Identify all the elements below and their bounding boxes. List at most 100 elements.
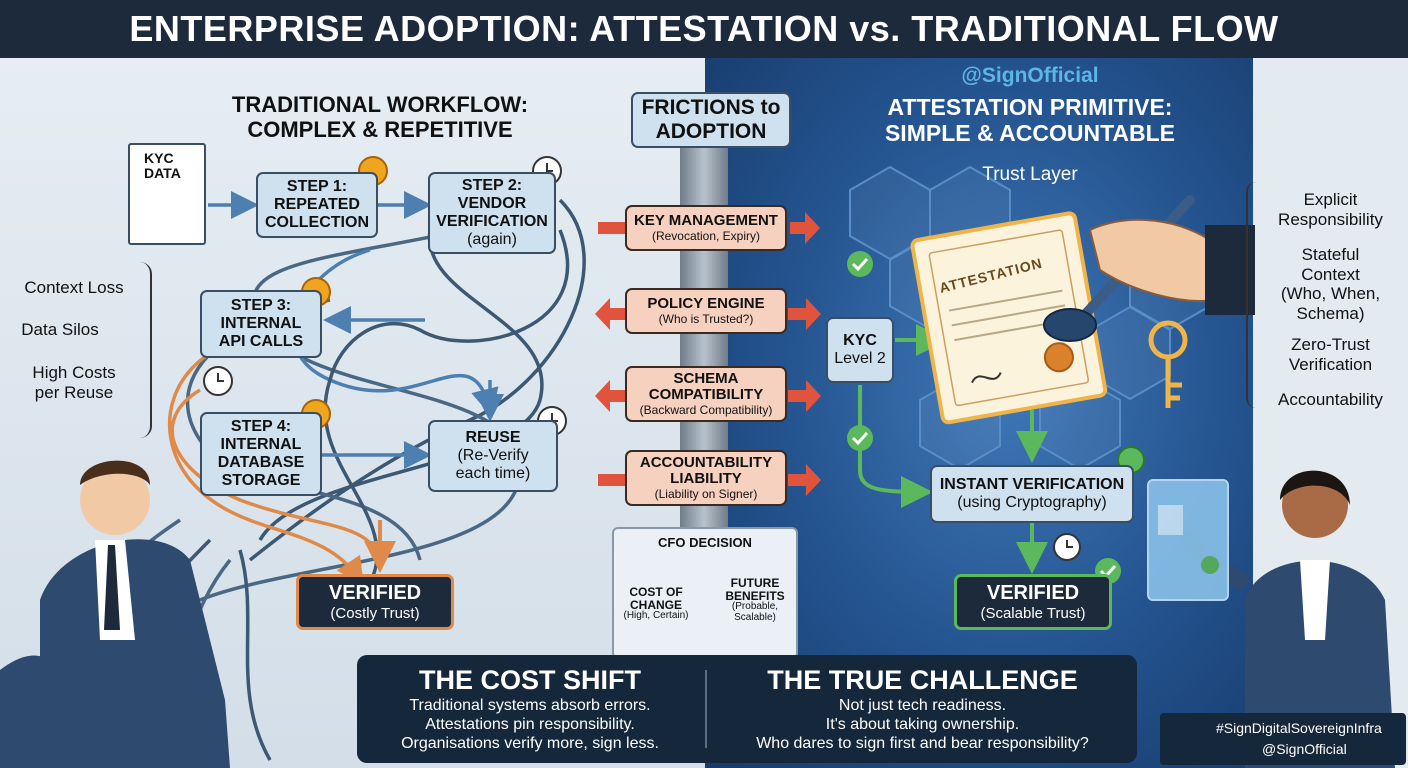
step3-line1: STEP 3:: [202, 297, 320, 315]
benefit-stateful-context: Stateful Context (Who, When, Schema): [1258, 245, 1403, 323]
problem-context-loss: Context Loss: [10, 278, 138, 298]
kyc-level-line2: Level 2: [828, 350, 892, 368]
friction-key-management: KEY MANAGEMENT (Revocation, Expiry): [625, 205, 787, 251]
friction-policy-engine-sub: (Who is Trusted?): [627, 312, 785, 326]
cfo-title: CFO DECISION: [614, 535, 796, 550]
instant-verification-box: INSTANT VERIFICATION (using Cryptography…: [930, 465, 1134, 523]
cfo-left-line1: COST OF: [616, 586, 696, 599]
step4-line1: STEP 4:: [202, 418, 320, 436]
step3-line3: API CALLS: [202, 333, 320, 351]
step4-line2: INTERNAL: [202, 436, 320, 454]
step1-line2: REPEATED: [258, 196, 376, 214]
friction-accountability-title: ACCOUNTABILITY: [627, 455, 785, 471]
trust-layer-label: Trust Layer: [950, 164, 1110, 186]
friction-schema-sub: (Backward Compatibility): [627, 403, 785, 417]
friction-accountability-sub: (Liability on Signer): [627, 487, 785, 501]
friction-accountability-liability: ACCOUNTABILITY LIABILITY (Liability on S…: [625, 450, 787, 506]
benefit3-line1: Zero-Trust: [1258, 335, 1403, 355]
benefit-zero-trust: Zero-Trust Verification: [1258, 335, 1403, 374]
traditional-heading-line1: TRADITIONAL WORKFLOW:: [200, 92, 560, 117]
benefit2-line2: Context: [1258, 265, 1403, 285]
step1-line3: COLLECTION: [258, 214, 376, 232]
benefit1-line2: Responsibility: [1258, 210, 1403, 230]
step4-line3: DATABASE: [202, 454, 320, 472]
kyc-level-line1: KYC: [828, 332, 892, 350]
friction-policy-engine: POLICY ENGINE (Who is Trusted?): [625, 288, 787, 334]
attestation-handle: @SignOfficial: [930, 64, 1130, 88]
cost-shift-line2: Attestations pin responsibility.: [365, 715, 695, 734]
cfo-future-benefits: FUTURE BENEFITS (Probable, Scalable): [715, 577, 795, 623]
instant-line1: INSTANT VERIFICATION: [932, 476, 1132, 494]
true-challenge-section: THE TRUE CHALLENGE Not just tech readine…: [715, 665, 1130, 754]
step1-box: STEP 1: REPEATED COLLECTION: [256, 172, 378, 238]
benefit4-line1: Accountability: [1258, 390, 1403, 410]
problem-high-costs: High Costs per Reuse: [10, 363, 138, 402]
cost-shift-line3: Organisations verify more, sign less.: [365, 734, 695, 753]
verification-screen: [1148, 480, 1228, 600]
traditional-heading-line2: COMPLEX & REPETITIVE: [200, 117, 560, 142]
instant-line2: (using Cryptography): [932, 494, 1132, 512]
traditional-heading: TRADITIONAL WORKFLOW: COMPLEX & REPETITI…: [200, 92, 560, 143]
problem-data-silos: Data Silos: [10, 320, 110, 340]
frictions-heading-line2: ADOPTION: [633, 120, 789, 144]
step2-line1: STEP 2:: [430, 177, 554, 195]
cfo-right-line4: Scalable): [715, 613, 795, 624]
friction-key-management-title: KEY MANAGEMENT: [627, 213, 785, 229]
step4-line4: STORAGE: [202, 472, 320, 490]
bottom-panel-divider: [705, 670, 707, 748]
friction-schema-title2: COMPATIBILITY: [627, 387, 785, 403]
verified-costly-title: VERIFIED: [299, 582, 451, 605]
true-challenge-line3: Who dares to sign first and bear respons…: [715, 734, 1130, 753]
friction-schema-title: SCHEMA: [627, 371, 785, 387]
step2-line4: (again): [430, 231, 554, 249]
footer-handle[interactable]: @SignOfficial: [1262, 741, 1402, 757]
benefit-explicit-responsibility: Explicit Responsibility: [1258, 190, 1403, 229]
verified-scalable-sub: (Scalable Trust): [957, 605, 1109, 622]
reuse-line1: REUSE: [430, 429, 556, 447]
reuse-box: REUSE (Re-Verify each time): [428, 420, 558, 492]
attestation-heading-line1: ATTESTATION PRIMITIVE:: [860, 94, 1200, 120]
cfo-right-line1: FUTURE: [715, 577, 795, 590]
friction-schema-compatibility: SCHEMA COMPATIBILITY (Backward Compatibi…: [625, 366, 787, 422]
kyc-doc-line1: KYC: [144, 151, 204, 166]
reuse-line3: each time): [430, 465, 556, 483]
attestation-heading: ATTESTATION PRIMITIVE: SIMPLE & ACCOUNTA…: [860, 94, 1200, 147]
benefits-bracket: [1246, 182, 1256, 408]
problems-bracket: [140, 262, 152, 438]
true-challenge-line2: It's about taking ownership.: [715, 715, 1130, 734]
step2-line3: VERIFICATION: [430, 213, 554, 231]
benefit-accountability: Accountability: [1258, 390, 1403, 410]
verified-scalable-title: VERIFIED: [957, 582, 1109, 605]
step3-line2: INTERNAL: [202, 315, 320, 333]
problem-high-costs-line2: per Reuse: [10, 383, 138, 403]
benefit1-line1: Explicit: [1258, 190, 1403, 210]
verified-costly-box: VERIFIED (Costly Trust): [296, 574, 454, 630]
kyc-level-box: KYC Level 2: [826, 317, 894, 383]
cost-shift-line1: Traditional systems absorb errors.: [365, 696, 695, 715]
frictions-heading: FRICTIONS to ADOPTION: [631, 92, 791, 148]
cfo-cost-of-change: COST OF CHANGE (High, Certain): [616, 586, 696, 622]
friction-key-management-sub: (Revocation, Expiry): [627, 229, 785, 243]
cfo-left-line3: (High, Certain): [616, 611, 696, 622]
step4-box: STEP 4: INTERNAL DATABASE STORAGE: [200, 412, 322, 496]
kyc-data-document: KYC DATA: [128, 143, 206, 245]
friction-policy-engine-title: POLICY ENGINE: [627, 296, 785, 312]
stressed-man-illustration: [0, 461, 230, 768]
attestation-heading-line2: SIMPLE & ACCOUNTABLE: [860, 120, 1200, 146]
step2-box: STEP 2: VENDOR VERIFICATION (again): [428, 172, 556, 254]
step3-box: STEP 3: INTERNAL API CALLS: [200, 290, 322, 358]
step2-line2: VENDOR: [430, 195, 554, 213]
benefit2-line1: Stateful: [1258, 245, 1403, 265]
true-challenge-line1: Not just tech readiness.: [715, 696, 1130, 715]
verified-scalable-box: VERIFIED (Scalable Trust): [954, 574, 1112, 630]
footer-hashtag[interactable]: #SignDigitalSovereignInfra: [1216, 720, 1406, 736]
frictions-heading-line1: FRICTIONS to: [633, 96, 789, 120]
benefit3-line2: Verification: [1258, 355, 1403, 375]
benefit2-line4: Schema): [1258, 304, 1403, 324]
cost-shift-section: THE COST SHIFT Traditional systems absor…: [365, 665, 695, 754]
true-challenge-heading: THE TRUE CHALLENGE: [715, 665, 1130, 696]
benefit2-line3: (Who, When,: [1258, 284, 1403, 304]
verified-costly-sub: (Costly Trust): [299, 605, 451, 622]
problem-high-costs-line1: High Costs: [10, 363, 138, 383]
reuse-line2: (Re-Verify: [430, 447, 556, 465]
